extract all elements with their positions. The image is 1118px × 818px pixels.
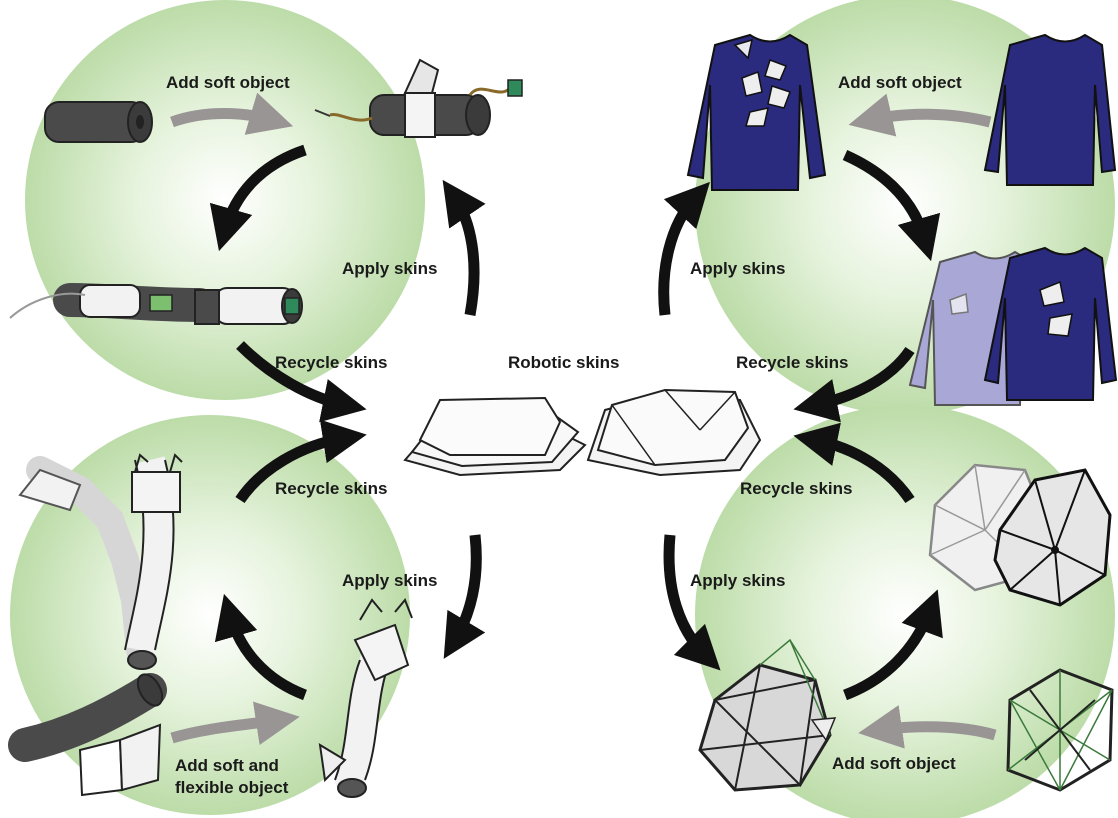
foam-tube-and-skin-sheet [8,673,167,797]
center-title: Robotic skins [508,353,620,372]
bl-apply-label: Apply skins [342,571,438,590]
arrow-bl-return [214,593,308,701]
bendable-tube-curved-skinned [318,598,413,798]
tr-apply-label: Apply skins [690,259,786,278]
arrow-br-apply [663,534,721,671]
robotic-skins-stack-right [586,388,762,477]
glow-top-left [25,0,425,400]
bendable-tube-straight [18,453,183,670]
bl-recycle-label: Recycle skins [275,479,388,498]
tl-add-label: Add soft object [166,73,290,92]
br-recycle-label: Recycle skins [740,479,853,498]
tl-recycle-label: Recycle skins [275,353,388,372]
arrow-br-recycle [793,422,915,504]
bl-add-label: Add soft and flexible object [175,756,289,797]
arrow-tl-top-to-left [209,144,307,252]
icosahedron-pair-skinned [928,463,1112,607]
shirt-with-skins [686,33,827,191]
arrow-tl-apply [442,179,486,316]
shirt-plain [983,33,1117,186]
foam-cylinder-plain [44,101,153,143]
arrow-tl-add [170,92,294,135]
foam-cylinder-bent-skinned [9,283,303,325]
truss-frame-partially-skinned [698,638,837,792]
tl-apply-label: Apply skins [342,259,438,278]
add-object-arrows [170,92,997,749]
shirt-recycled-pair [908,246,1118,406]
arrow-br-add [858,705,997,749]
br-add-label: Add soft object [832,754,956,773]
robotic-skins-stack-left [403,396,587,477]
cycle-arrows [209,144,943,701]
arrow-tr-shirt-to-pair [842,149,941,262]
arrow-tr-recycle [793,346,915,423]
arrow-tl-recycle [236,341,367,423]
br-apply-label: Apply skins [690,571,786,590]
arrow-tr-apply [658,181,710,316]
tr-add-label: Add soft object [838,73,962,92]
arrow-bl-add [170,701,300,746]
truss-frame [1006,668,1114,792]
arrow-bl-apply [443,534,486,659]
arrow-bl-recycle [235,419,367,504]
arrow-tr-add [848,93,992,137]
tr-recycle-label: Recycle skins [736,353,849,372]
foam-cylinder-with-skin [314,58,523,138]
arrow-br-to-icosahedron [843,589,943,701]
